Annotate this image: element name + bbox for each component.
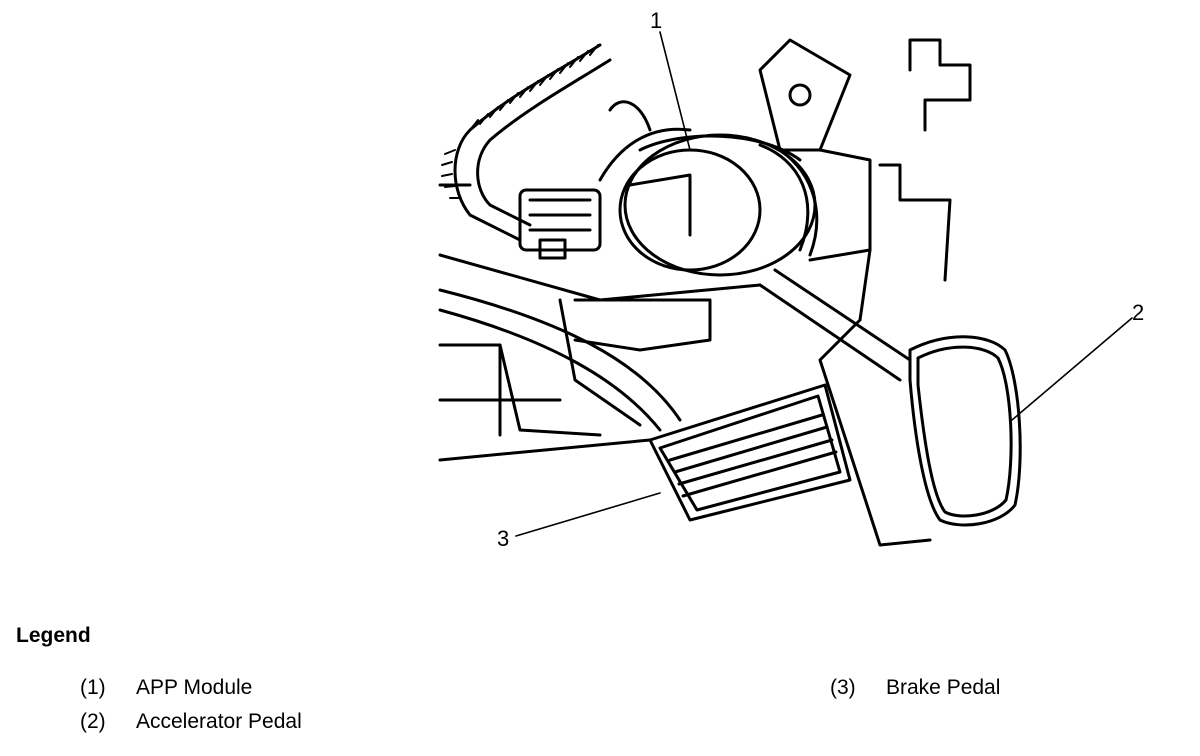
- legend-item-brake-pedal: (3) Brake Pedal: [830, 676, 1000, 700]
- mounting-bracket: [573, 38, 872, 352]
- legend-item-text: APP Module: [136, 676, 253, 699]
- legend-item-number: (1): [80, 676, 106, 699]
- legend-item-text: Accelerator Pedal: [136, 710, 302, 733]
- legend-item-accelerator-pedal: (2) Accelerator Pedal: [80, 710, 302, 734]
- callout-2: 2: [1132, 300, 1144, 325]
- accelerator-pedal: [908, 335, 1022, 527]
- legend-item-text: Brake Pedal: [886, 676, 1001, 699]
- wiring-harness: [441, 43, 612, 242]
- brake-pedal-arm: [438, 288, 682, 432]
- electrical-connector: [518, 188, 602, 260]
- callout-leaders: [515, 31, 1133, 537]
- callout-1: 1: [650, 8, 662, 33]
- app-module: [598, 100, 819, 277]
- accelerator-pedal-arm: [758, 268, 912, 382]
- legend-item-number: (3): [830, 676, 856, 699]
- brake-pedal: [648, 383, 852, 522]
- pedal-support-panel: [818, 38, 972, 547]
- legend-title: Legend: [16, 624, 91, 647]
- legend: Legend (1) APP Module (2) Accelerator Peda…: [0, 618, 1200, 756]
- legend-item-app-module: (1) APP Module: [80, 676, 252, 700]
- pedal-assembly-illustration: 1 2 3: [438, 8, 1144, 551]
- legend-item-number: (2): [80, 710, 106, 733]
- callout-3: 3: [497, 526, 509, 551]
